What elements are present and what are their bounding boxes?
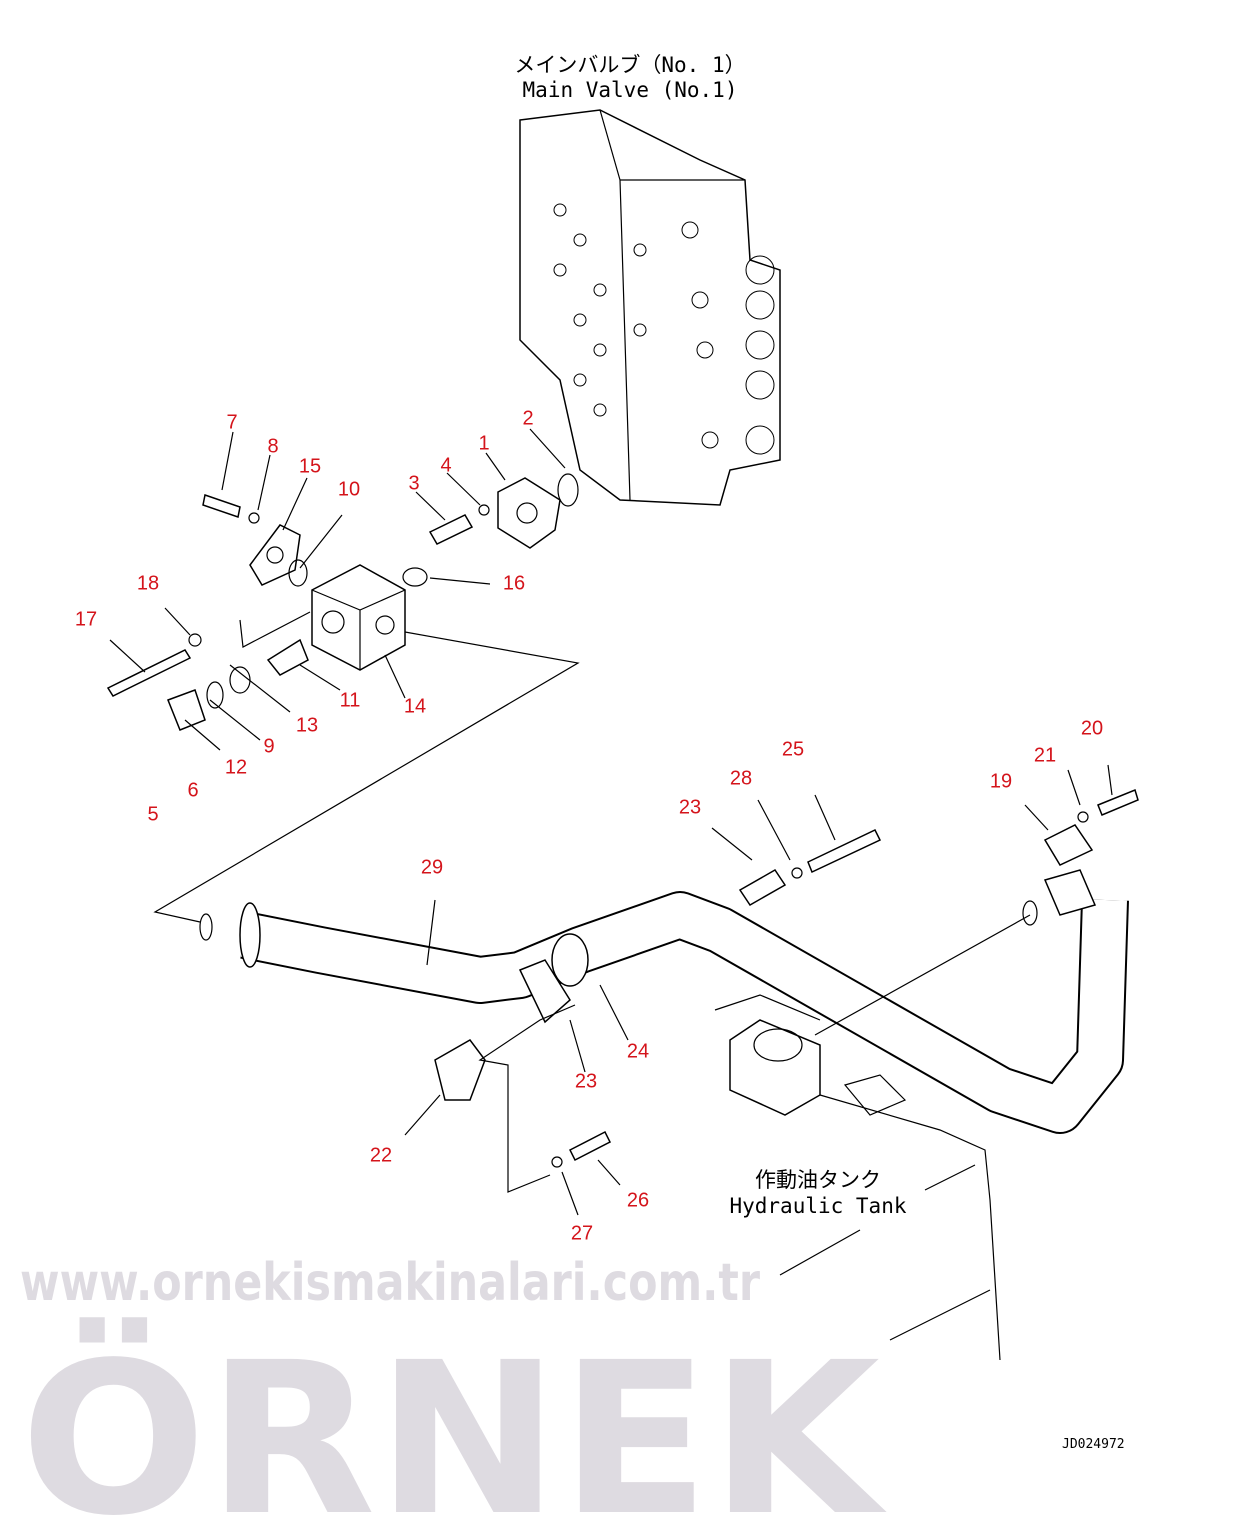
callouts: 1 2 3 4 5 6 7 8 9 10 11 12 13 14 15 16 1… — [75, 407, 1103, 1244]
main-valve-caption-en: Main Valve (No.1) — [523, 78, 738, 102]
callout-16[interactable]: 16 — [503, 572, 525, 594]
callout-12[interactable]: 12 — [225, 756, 247, 778]
watermark-brand: ÖRNEK — [20, 1316, 888, 1530]
callout-11[interactable]: 11 — [340, 689, 361, 711]
flange-block — [106, 473, 579, 731]
drawing-code: JD024972 — [1062, 1437, 1125, 1452]
hydraulic-pipes — [199, 788, 1139, 1168]
callout-14[interactable]: 14 — [404, 695, 426, 717]
callout-22[interactable]: 22 — [370, 1144, 392, 1166]
tank-caption-jp: 作動油タンク — [755, 1168, 881, 1192]
callout-13[interactable]: 13 — [296, 714, 318, 736]
callout-29[interactable]: 29 — [421, 856, 443, 878]
callout-28[interactable]: 28 — [730, 767, 752, 789]
callout-15[interactable]: 15 — [299, 455, 321, 477]
callout-2[interactable]: 2 — [522, 407, 533, 429]
callout-20[interactable]: 20 — [1081, 717, 1103, 739]
tank-caption-en: Hydraulic Tank — [729, 1194, 906, 1218]
callout-23-upper[interactable]: 23 — [679, 796, 701, 818]
callout-21[interactable]: 21 — [1034, 744, 1056, 766]
watermark: www.ornekismakinalari.com.tr ÖRNEK — [20, 1253, 888, 1530]
callout-26[interactable]: 26 — [627, 1189, 649, 1211]
callout-5[interactable]: 5 — [147, 803, 158, 825]
main-valve-caption-jp: メインバルブ（No. 1） — [514, 53, 745, 77]
callout-9[interactable]: 9 — [263, 735, 274, 757]
callout-3[interactable]: 3 — [408, 472, 419, 494]
leader-lines — [109, 428, 1113, 1216]
callout-6[interactable]: 6 — [187, 779, 198, 801]
callout-7[interactable]: 7 — [226, 411, 237, 433]
hydraulic-tank — [714, 994, 1001, 1361]
callout-27[interactable]: 27 — [571, 1222, 593, 1244]
main-valve — [519, 109, 781, 506]
callout-17[interactable]: 17 — [75, 608, 97, 630]
callout-10[interactable]: 10 — [338, 478, 360, 500]
callout-4[interactable]: 4 — [440, 454, 451, 476]
callout-23-lower[interactable]: 23 — [575, 1070, 597, 1092]
callout-1[interactable]: 1 — [478, 432, 489, 454]
callout-25[interactable]: 25 — [782, 738, 804, 760]
callout-19[interactable]: 19 — [990, 770, 1012, 792]
callout-24[interactable]: 24 — [627, 1040, 649, 1062]
watermark-url: www.ornekismakinalari.com.tr — [20, 1253, 760, 1313]
callout-18[interactable]: 18 — [137, 572, 159, 594]
callout-8[interactable]: 8 — [267, 435, 278, 457]
